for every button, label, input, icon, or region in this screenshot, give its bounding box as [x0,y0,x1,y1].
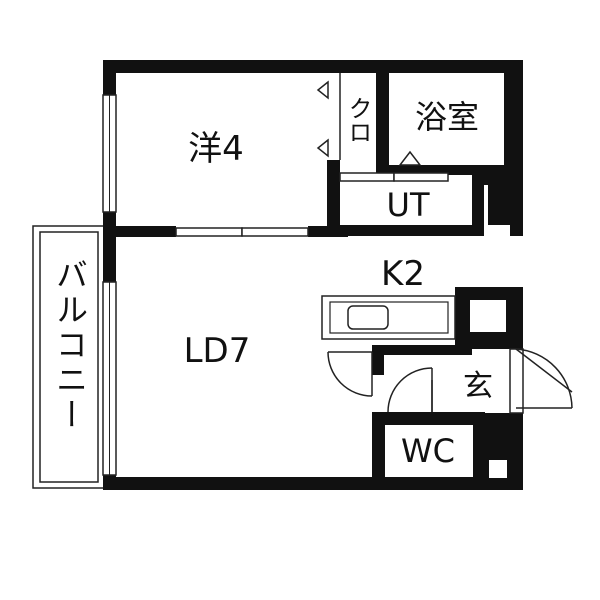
interior-walls [116,73,510,490]
wall-niche-upper [470,300,506,332]
kitchen-counter [321,295,456,340]
balcony-label: バルコニー [51,258,89,433]
room-label-toilet: WC [401,432,455,470]
room-label-entrance: 玄 [463,369,493,404]
closet-doors[interactable] [316,73,341,160]
door-swing-living[interactable] [327,351,373,397]
closet-door-marker-icon [316,138,329,158]
window-west-upper [102,94,117,213]
window-west-lower [102,281,117,476]
room-label-living-dining: LD7 [184,331,251,371]
closet-door-marker-icon [316,80,329,100]
room-label-bathroom: 浴室 [415,98,479,136]
wall-niche [489,460,507,478]
door-swing-entrance[interactable] [509,348,573,414]
bath-door-marker-icon [398,150,422,166]
room-label-utility: UT [387,186,430,224]
door-swing-toilet[interactable] [387,367,433,413]
room-label-kitchen: K2 [381,254,425,294]
sliding-door-utility[interactable] [339,172,449,182]
room-label-western: 洋4 [188,129,244,169]
balcony [32,225,105,489]
room-label-closet: クロ [344,96,372,144]
sliding-door-western-room[interactable] [175,227,309,237]
